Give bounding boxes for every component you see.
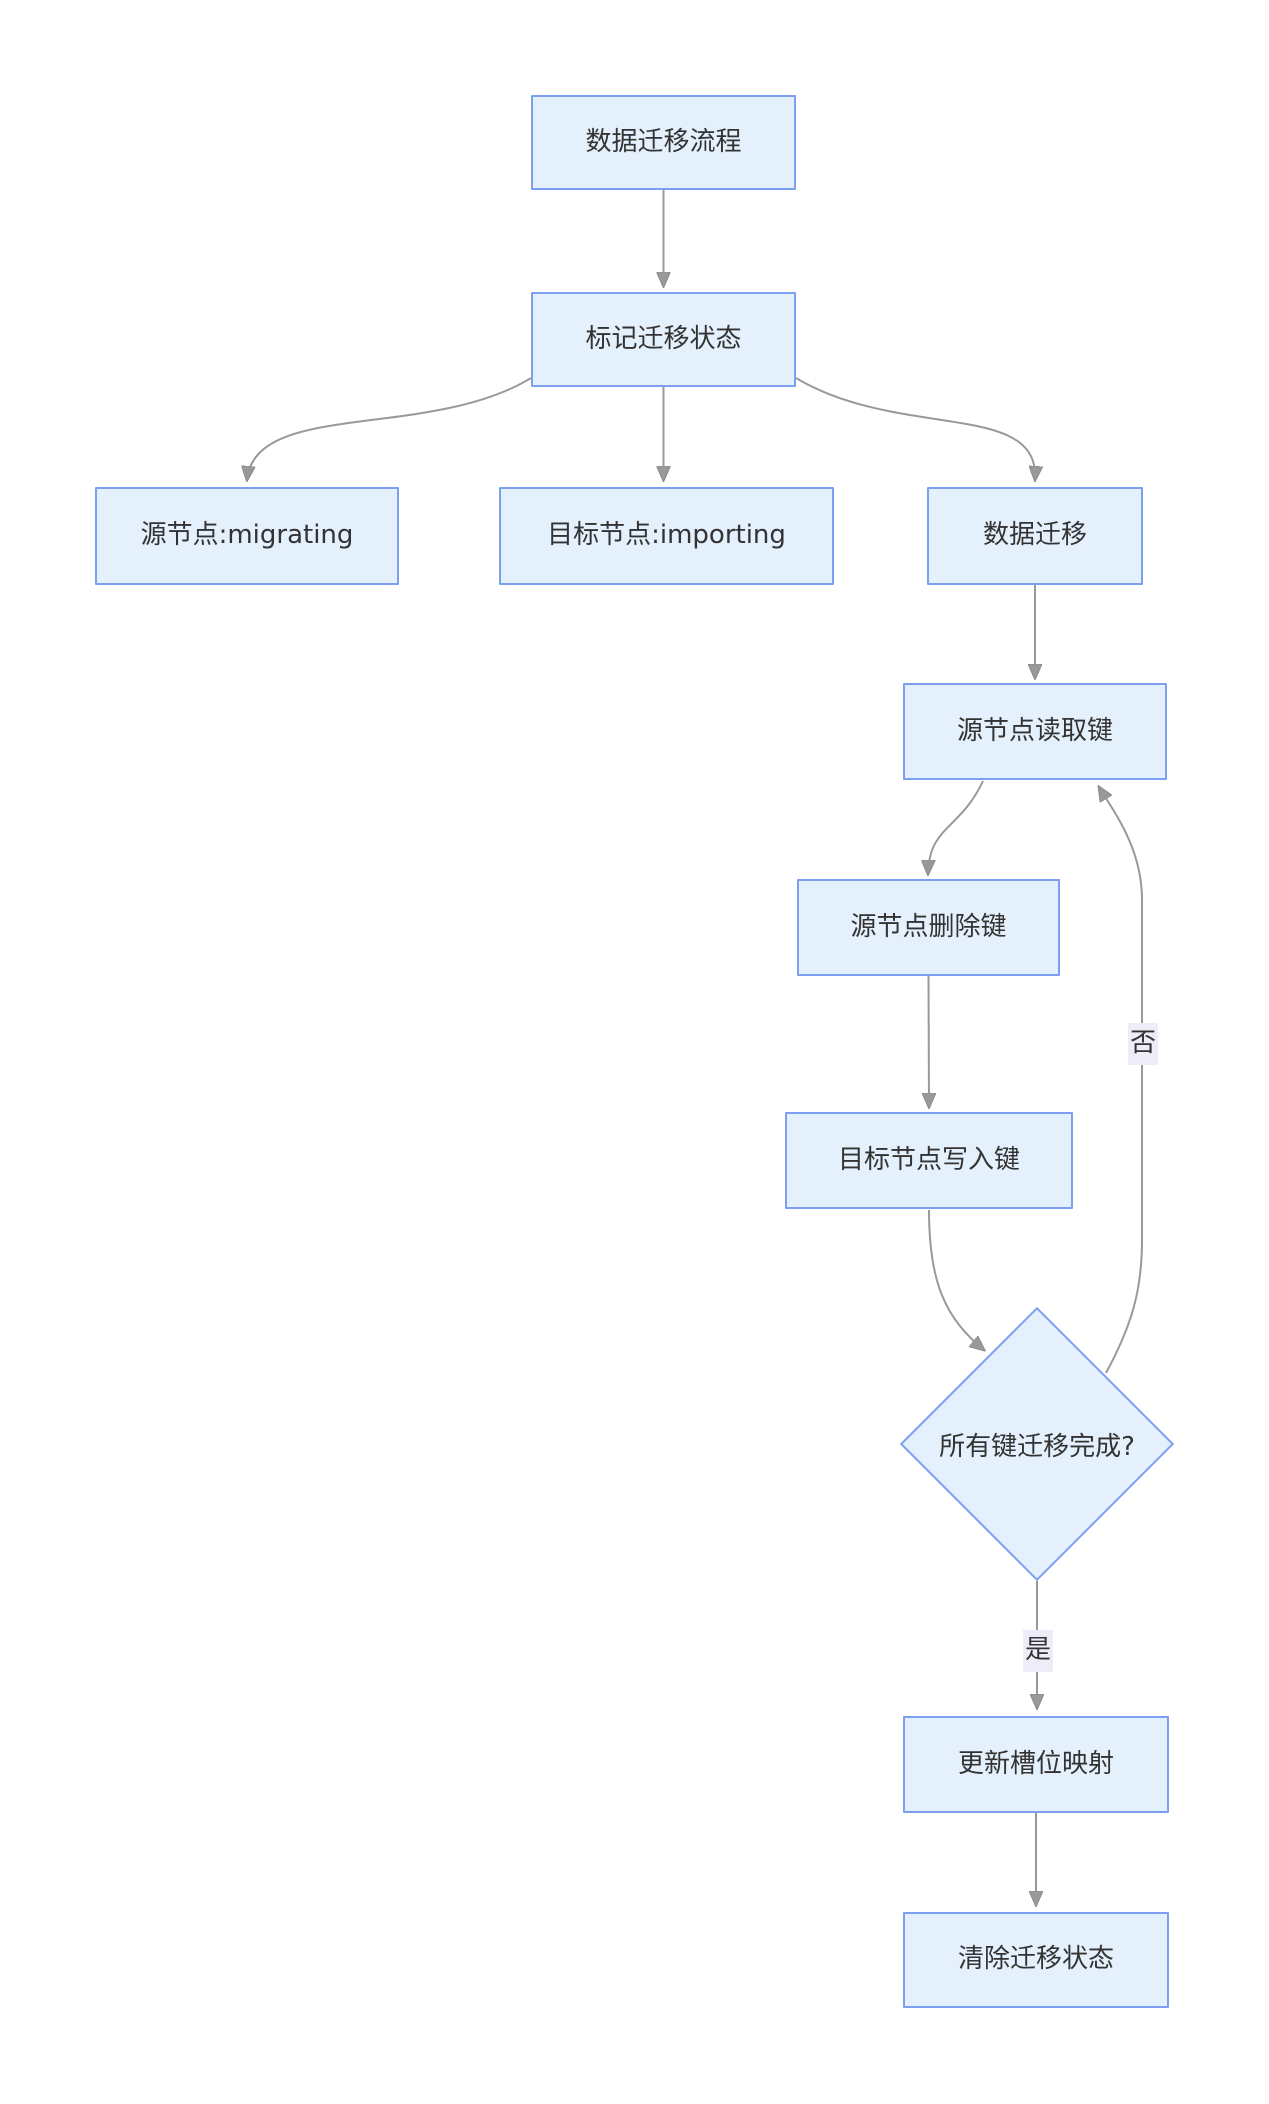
node-read-key: 源节点读取键 (903, 683, 1167, 780)
edge-label-no: 否 (1128, 1023, 1158, 1065)
edge-label-yes: 是 (1023, 1630, 1053, 1672)
node-update-slot-mapping: 更新槽位映射 (903, 1716, 1169, 1813)
edge-mark-to-source-migrating (247, 377, 532, 480)
edge-read-key-to-delete-key (928, 780, 984, 874)
edge-write-key-to-decision (928, 1209, 984, 1350)
node-mark-status: 标记迁移状态 (531, 292, 796, 387)
node-delete-key: 源节点删除键 (797, 879, 1060, 976)
edge-mark-to-data-migrate (795, 377, 1035, 480)
node-write-key: 目标节点写入键 (785, 1112, 1073, 1209)
node-data-migrate: 数据迁移 (927, 487, 1143, 585)
edge-delete-key-to-write-key (929, 975, 930, 1107)
decision-all-keys-done-label: 所有键迁移完成? (939, 1431, 1135, 1462)
node-source-migrating: 源节点:migrating (95, 487, 399, 585)
edge-decision-no-to-read-key (1099, 787, 1143, 1374)
node-target-importing: 目标节点:importing (499, 487, 834, 585)
node-clear-status: 清除迁移状态 (903, 1912, 1169, 2008)
node-start: 数据迁移流程 (531, 95, 796, 190)
